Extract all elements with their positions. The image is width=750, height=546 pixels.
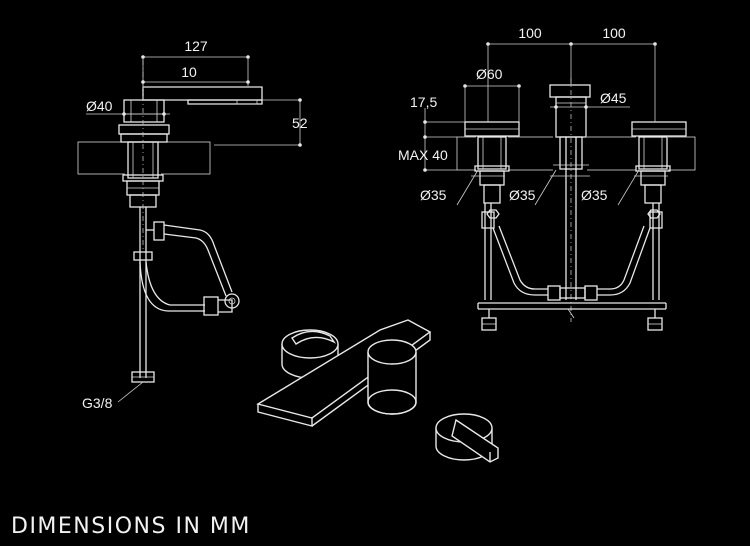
right-dimensions [423, 42, 668, 206]
isometric-view [256, 319, 499, 463]
right-countertop [456, 135, 696, 173]
right-front-view: 100 100 Ø60 Ø45 17,5 MAX 40 Ø35 Ø35 Ø35 [398, 25, 696, 331]
dim-lever-10: 10 [181, 64, 197, 80]
dim-height-52: 52 [292, 115, 308, 131]
right-hoses [477, 203, 667, 331]
right-left-handle [464, 121, 520, 204]
left-hoses [131, 207, 240, 383]
left-tap-body [118, 60, 263, 250]
dimensions-title: DIMENSIONS IN MM [11, 514, 251, 539]
dim-spacing-left: 100 [518, 25, 542, 41]
dim-handle-diameter: Ø60 [476, 66, 503, 82]
iso-right-handle [435, 413, 499, 463]
dim-handle-height: 17,5 [410, 94, 437, 110]
dim-body-diameter: Ø40 [86, 98, 113, 114]
left-side-view: 127 10 Ø40 52 G3/8 [77, 38, 308, 411]
left-countertop [77, 140, 211, 180]
dim-inlet-thread: G3/8 [82, 395, 113, 411]
dim-width-127: 127 [184, 38, 208, 54]
dim-hole-center: Ø35 [509, 187, 536, 203]
dim-max-thickness: MAX 40 [398, 147, 448, 163]
dim-hole-right: Ø35 [581, 187, 608, 203]
iso-center-spout [367, 339, 417, 415]
right-center-spout [549, 78, 591, 322]
dim-spacing-right: 100 [602, 25, 626, 41]
left-dimensions [86, 55, 302, 403]
dim-spout-diameter: Ø45 [600, 90, 627, 106]
dim-hole-left: Ø35 [420, 187, 447, 203]
iso-left-handle [281, 329, 339, 379]
